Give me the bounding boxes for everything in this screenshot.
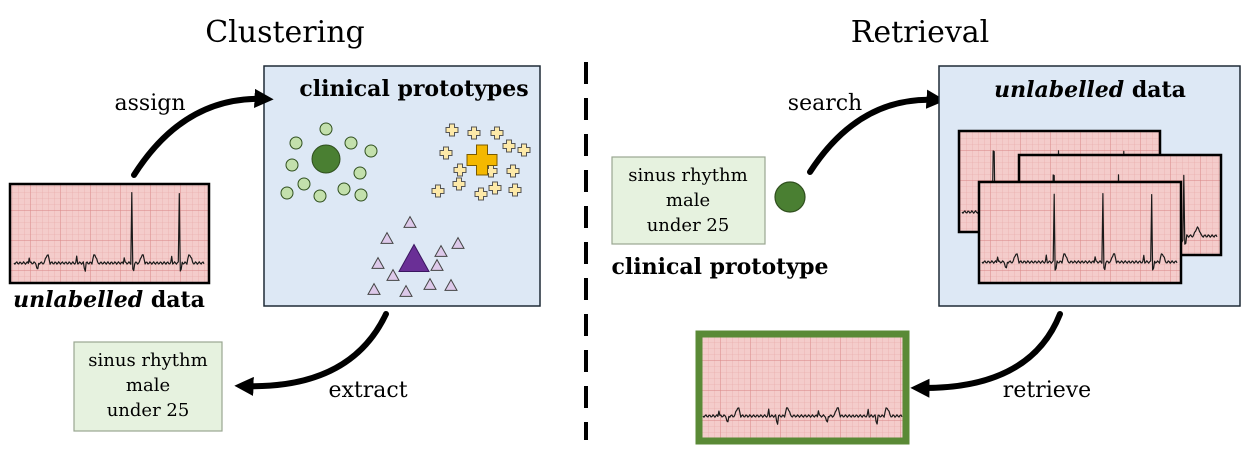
plus-marker: [506, 164, 520, 178]
pool-heading: unlabelled data: [994, 77, 1186, 103]
prototypes-heading: clinical prototypes: [299, 76, 528, 102]
ecg-stack-card: [977, 180, 1183, 285]
triangle-marker: [444, 278, 458, 291]
unlabelled-data-caption: unlabelled data: [13, 287, 205, 313]
prototype-dot-icon: [774, 181, 806, 213]
triangle-marker: [423, 277, 437, 290]
triangle-marker: [434, 244, 448, 257]
circle-cluster-icon: [280, 122, 378, 203]
plus-cluster-icon: [431, 123, 531, 201]
plus-marker: [488, 181, 502, 195]
triangle-marker: [403, 215, 417, 228]
plus-marker: [517, 143, 531, 157]
plus-marker: [490, 126, 504, 140]
plus-marker: [466, 144, 498, 176]
metadata-line: under 25: [647, 215, 730, 236]
clinical-prototype-label: clinical prototype: [612, 254, 829, 280]
extract-label: extract: [328, 378, 407, 403]
retrieve-arrow: [910, 311, 1063, 398]
metadata-line: sinus rhythm: [628, 165, 747, 186]
assign-arrow: [131, 88, 274, 178]
triangle-marker: [386, 268, 400, 281]
search-arrow: [807, 89, 946, 175]
plus-marker: [474, 187, 488, 201]
retrieved-ecg-card: [695, 330, 910, 445]
metadata-line: under 25: [107, 400, 190, 421]
triangle-marker: [399, 284, 413, 297]
triangle-marker: [380, 231, 394, 244]
metadata-line: male: [666, 190, 710, 211]
query-metadata-box: [611, 156, 766, 245]
extract-arrow: [234, 311, 389, 397]
plus-marker: [445, 123, 459, 137]
metadata-line: sinus rhythm: [88, 350, 207, 371]
plus-marker: [508, 183, 522, 197]
triangle-marker: [430, 258, 444, 271]
extracted-metadata-box: [73, 341, 223, 432]
triangle-cluster-icon: [367, 215, 465, 297]
clustering-title: Clustering: [205, 15, 365, 50]
retrieval-title: Retrieval: [851, 15, 990, 50]
plus-marker: [502, 139, 516, 153]
plus-marker: [431, 184, 445, 198]
plus-marker: [452, 177, 466, 191]
search-label: search: [788, 91, 862, 116]
plus-marker: [453, 163, 467, 177]
metadata-line: male: [126, 375, 170, 396]
assign-label: assign: [115, 91, 186, 116]
triangle-marker: [371, 256, 385, 269]
plus-marker: [467, 126, 481, 140]
triangle-marker: [398, 243, 430, 272]
unlabelled-ecg-card: [8, 182, 211, 285]
triangle-marker: [451, 236, 465, 249]
plus-marker: [439, 146, 453, 160]
retrieve-label: retrieve: [1003, 378, 1091, 403]
triangle-marker: [367, 282, 381, 295]
